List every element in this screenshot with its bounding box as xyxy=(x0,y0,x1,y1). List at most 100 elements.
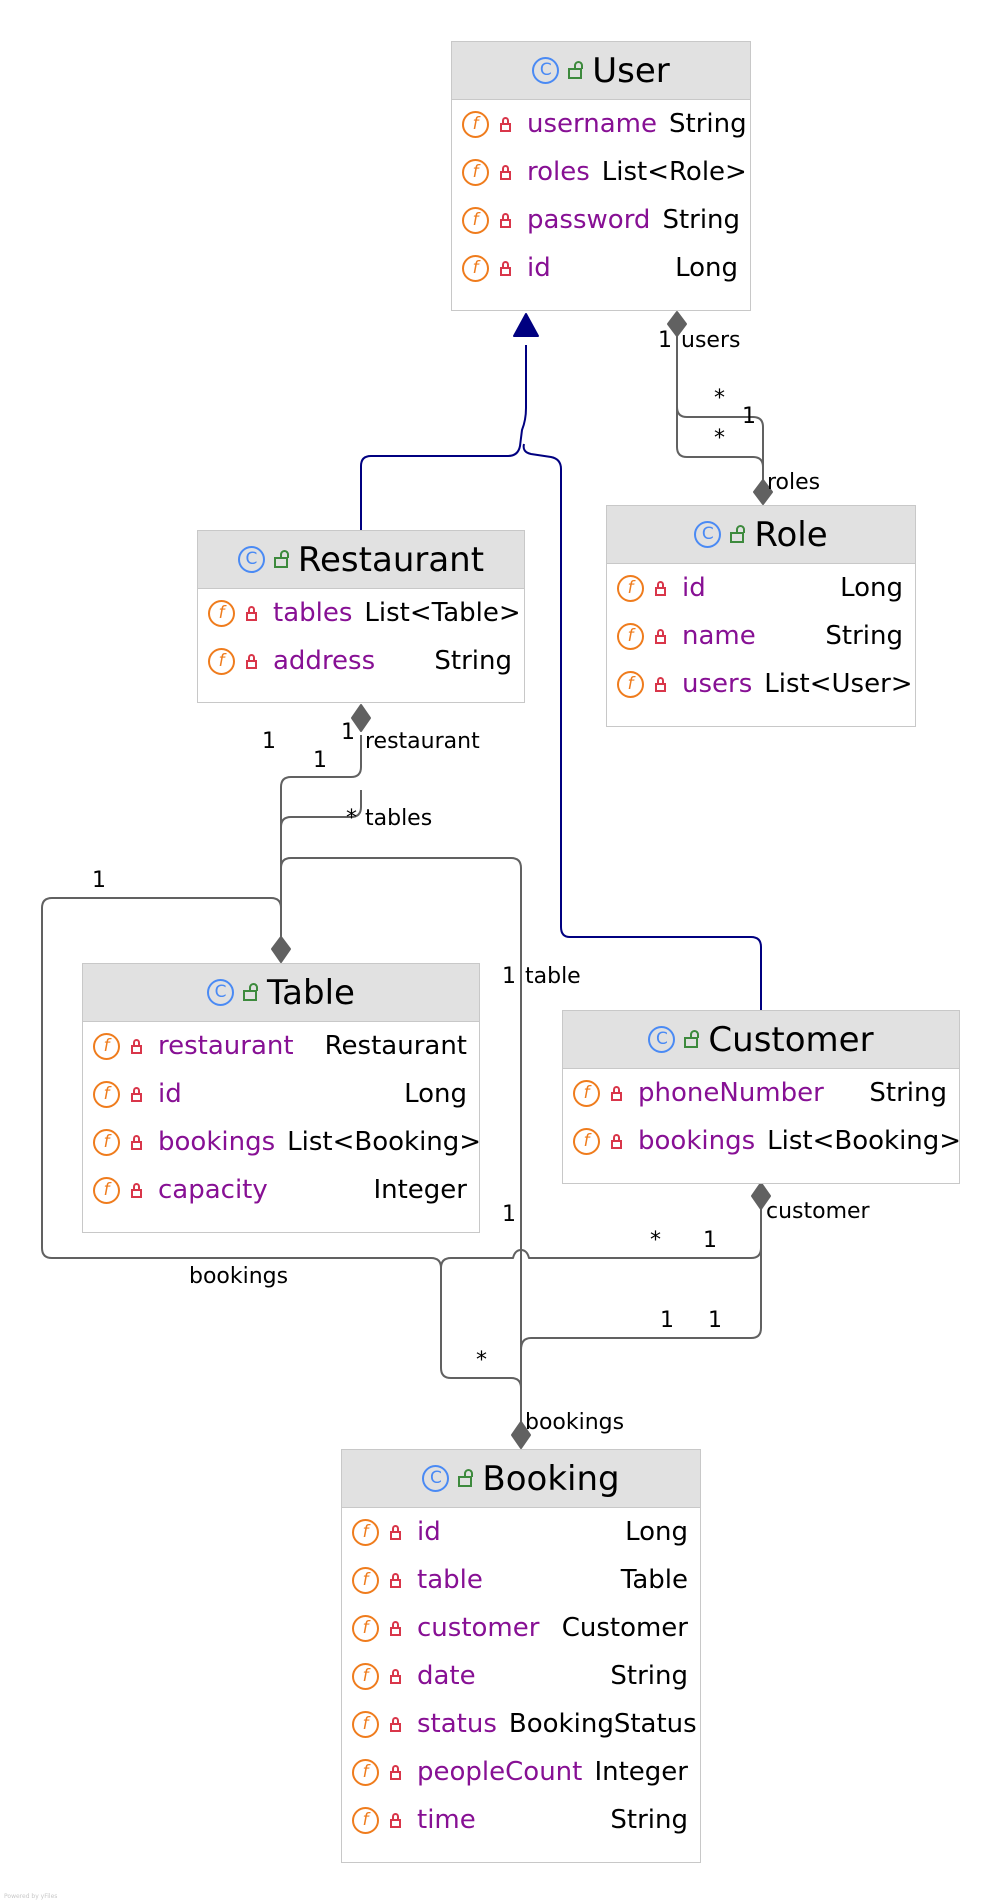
class-name: Table xyxy=(267,972,355,1013)
class-name: Role xyxy=(754,514,828,555)
field-icon: f xyxy=(617,670,644,698)
field-name: restaurant xyxy=(158,1031,294,1061)
inheritance-edge-customer xyxy=(522,443,762,1010)
class-icon: C xyxy=(422,1465,450,1492)
lock-icon xyxy=(131,1134,142,1150)
field-name: id xyxy=(158,1079,182,1109)
class-name: User xyxy=(592,50,670,91)
field-icon: f xyxy=(573,1127,600,1155)
field-name: phoneNumber xyxy=(638,1078,824,1108)
field-name: peopleCount xyxy=(417,1757,583,1787)
field-icon: f xyxy=(93,1080,120,1108)
field-icon: f xyxy=(462,254,489,282)
lock-icon xyxy=(390,1620,401,1636)
field-type: BookingStatus xyxy=(508,1709,697,1739)
composition-diamond-table xyxy=(271,936,291,963)
field-name: bookings xyxy=(638,1126,756,1156)
class-name: Restaurant xyxy=(297,539,485,580)
field-type: String xyxy=(610,1805,688,1835)
field-name: table xyxy=(417,1565,483,1595)
public-icon xyxy=(243,983,259,1001)
lock-icon xyxy=(611,1133,622,1149)
multiplicity-label: 1 xyxy=(658,328,672,353)
field-row[interactable]: f address String xyxy=(198,637,524,685)
role-label: customer xyxy=(766,1199,870,1224)
lock-icon xyxy=(500,116,511,132)
field-type: Integer xyxy=(373,1175,467,1205)
field-name: password xyxy=(527,205,651,235)
lock-icon xyxy=(655,628,666,644)
field-icon: f xyxy=(208,647,235,675)
composition-diamond-restaurant xyxy=(351,704,371,732)
field-icon: f xyxy=(93,1128,120,1156)
field-type: String xyxy=(825,621,903,651)
field-name: roles xyxy=(527,157,590,187)
field-type: List<Booking> xyxy=(287,1127,482,1157)
field-type: List<User> xyxy=(764,669,913,699)
role-label: users xyxy=(681,328,741,353)
field-icon: f xyxy=(93,1032,120,1060)
field-type: String xyxy=(662,205,741,235)
field-name: customer xyxy=(417,1613,540,1643)
multiplicity-label: 1 xyxy=(703,1228,717,1253)
class-name: Customer xyxy=(708,1019,874,1060)
lock-icon xyxy=(500,164,511,180)
lock-icon xyxy=(500,212,511,228)
lock-icon xyxy=(131,1182,142,1198)
multiplicity-label: 1 xyxy=(502,1202,516,1227)
multiplicity-label: 1 xyxy=(313,748,327,773)
multiplicity-label: 1 xyxy=(742,404,756,429)
composition-diamond-role xyxy=(753,479,773,505)
role-label: bookings xyxy=(189,1264,289,1289)
field-type: String xyxy=(869,1078,947,1108)
class-icon: C xyxy=(694,521,722,548)
field-type: String xyxy=(434,646,512,676)
field-name: address xyxy=(273,646,376,676)
association-table-booking xyxy=(280,857,522,1434)
multiplicity-label: 1 xyxy=(660,1308,674,1333)
field-type: Table xyxy=(620,1565,688,1595)
public-icon xyxy=(730,525,746,543)
public-icon xyxy=(458,1469,474,1487)
field-type: List<Role> xyxy=(601,157,747,187)
field-type: Customer xyxy=(561,1613,688,1643)
lock-icon xyxy=(390,1812,401,1828)
field-icon: f xyxy=(617,574,644,602)
field-type: List<Booking> xyxy=(767,1126,962,1156)
multiplicity-label: * xyxy=(714,426,725,451)
multiplicity-label: 1 xyxy=(502,964,516,989)
inheritance-arrowhead xyxy=(513,313,539,337)
field-type: Long xyxy=(675,253,738,283)
public-icon xyxy=(568,61,584,79)
field-row[interactable]: f bookings List<Booking> xyxy=(563,1117,962,1165)
field-name: time xyxy=(417,1805,476,1835)
